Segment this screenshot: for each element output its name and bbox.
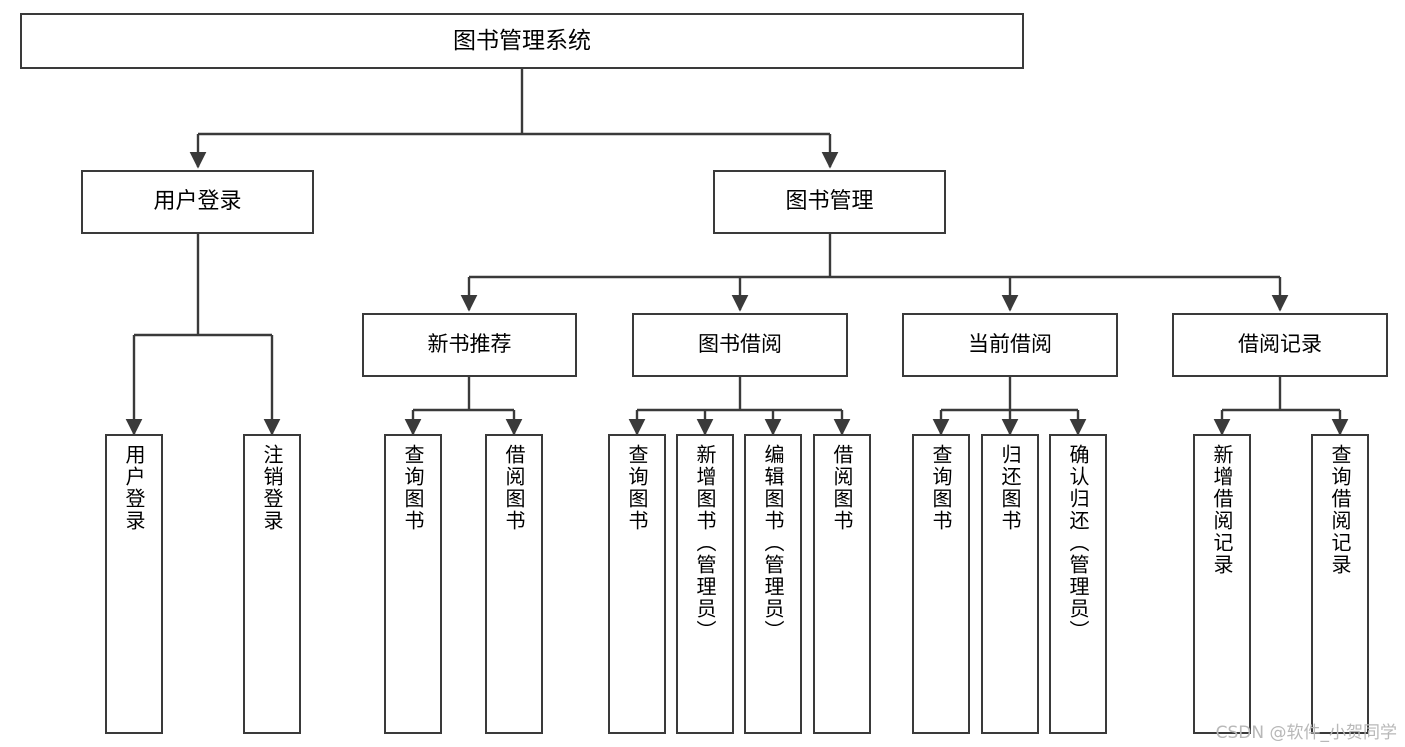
node-borrow-record[interactable]: 借阅记录 bbox=[1172, 313, 1388, 377]
node-leaf-edit-book-label: 编辑图书（管理员） bbox=[761, 444, 785, 642]
node-current-borrow-label: 当前借阅 bbox=[968, 332, 1052, 357]
node-leaf-add-record-label: 新增借阅记录 bbox=[1210, 444, 1234, 576]
node-leaf-user-login[interactable]: 用户登录 bbox=[105, 434, 163, 734]
node-book-borrow-label: 图书借阅 bbox=[698, 332, 782, 357]
node-leaf-borrow-book-2-label: 借阅图书 bbox=[830, 444, 854, 532]
node-leaf-query-book-2[interactable]: 查询图书 bbox=[608, 434, 666, 734]
node-leaf-confirm-return[interactable]: 确认归还（管理员） bbox=[1049, 434, 1107, 734]
node-book-management-label: 图书管理 bbox=[785, 188, 874, 214]
node-book-borrow[interactable]: 图书借阅 bbox=[632, 313, 848, 377]
node-leaf-add-book[interactable]: 新增图书（管理员） bbox=[676, 434, 734, 734]
node-leaf-borrow-book-1[interactable]: 借阅图书 bbox=[485, 434, 543, 734]
node-leaf-return-book-label: 归还图书 bbox=[998, 444, 1022, 532]
node-book-management[interactable]: 图书管理 bbox=[713, 170, 946, 234]
node-leaf-add-book-label: 新增图书（管理员） bbox=[693, 444, 717, 642]
node-leaf-query-record[interactable]: 查询借阅记录 bbox=[1311, 434, 1369, 734]
csdn-watermark: CSDN @软件_小贺同学 bbox=[1215, 723, 1397, 743]
node-leaf-logout-login[interactable]: 注销登录 bbox=[243, 434, 301, 734]
node-leaf-query-book-1-label: 查询图书 bbox=[401, 444, 425, 532]
node-borrow-record-label: 借阅记录 bbox=[1238, 332, 1322, 357]
node-leaf-borrow-book-2[interactable]: 借阅图书 bbox=[813, 434, 871, 734]
node-root-book-management-system[interactable]: 图书管理系统 bbox=[20, 13, 1024, 69]
node-leaf-query-record-label: 查询借阅记录 bbox=[1328, 444, 1352, 576]
node-root-label: 图书管理系统 bbox=[453, 27, 591, 54]
node-leaf-add-record[interactable]: 新增借阅记录 bbox=[1193, 434, 1251, 734]
node-leaf-logout-login-label: 注销登录 bbox=[260, 444, 284, 532]
node-leaf-edit-book[interactable]: 编辑图书（管理员） bbox=[744, 434, 802, 734]
node-user-login-label: 用户登录 bbox=[153, 188, 242, 214]
node-new-book-recommend-label: 新书推荐 bbox=[427, 332, 512, 357]
node-leaf-query-book-1[interactable]: 查询图书 bbox=[384, 434, 442, 734]
node-leaf-borrow-book-1-label: 借阅图书 bbox=[502, 444, 526, 532]
node-current-borrow[interactable]: 当前借阅 bbox=[902, 313, 1118, 377]
node-leaf-query-book-3[interactable]: 查询图书 bbox=[912, 434, 970, 734]
node-new-book-recommend[interactable]: 新书推荐 bbox=[362, 313, 577, 377]
node-user-login[interactable]: 用户登录 bbox=[81, 170, 314, 234]
node-leaf-user-login-label: 用户登录 bbox=[122, 444, 146, 532]
node-leaf-query-book-3-label: 查询图书 bbox=[929, 444, 953, 532]
node-leaf-confirm-return-label: 确认归还（管理员） bbox=[1066, 444, 1090, 642]
node-leaf-query-book-2-label: 查询图书 bbox=[625, 444, 649, 532]
node-leaf-return-book[interactable]: 归还图书 bbox=[981, 434, 1039, 734]
